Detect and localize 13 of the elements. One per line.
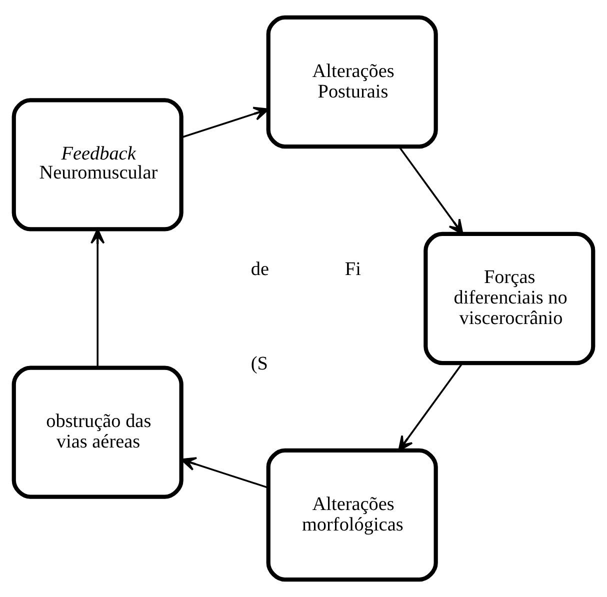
arrow	[181, 106, 270, 138]
node-box: Forças diferenciais no viscerocrânio	[424, 232, 596, 366]
arrow	[90, 228, 105, 368]
node-box: Feedback Neuromuscular	[12, 98, 184, 232]
arrow	[398, 146, 464, 235]
label: (S	[250, 353, 268, 374]
node-box: Alterações Posturais	[266, 15, 438, 149]
node-box: Alterações morfológicas	[266, 448, 438, 582]
arrow	[398, 362, 463, 452]
node-box: obstrução das vias aéreas	[12, 366, 184, 499]
label: Fi	[344, 258, 361, 280]
arrow	[180, 457, 268, 489]
label: de	[250, 258, 270, 280]
